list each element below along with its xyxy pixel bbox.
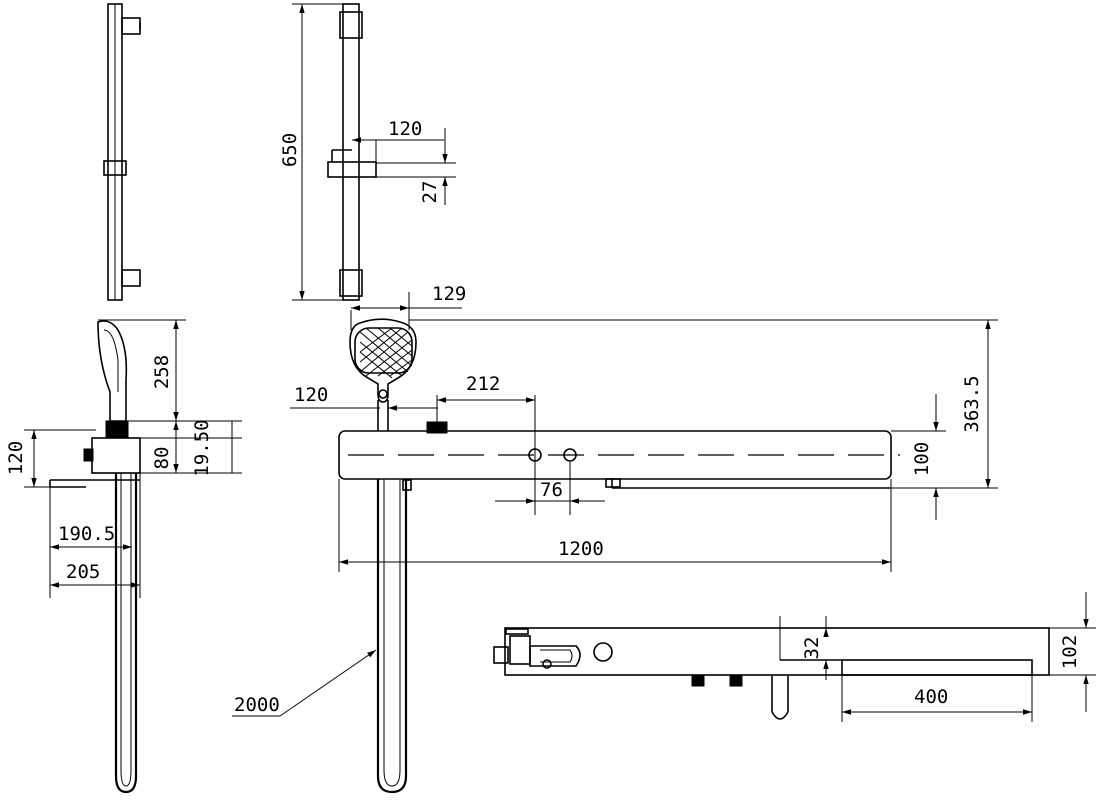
dim-side-body-80: 80 (151, 447, 173, 470)
dim-total-height: 363.5 (961, 375, 983, 432)
dim-head-width: 129 (432, 283, 466, 305)
dim-offset-212: 212 (466, 373, 500, 395)
side-view-dims (24, 319, 242, 598)
rail-front-view (292, 3, 456, 301)
dim-shelf-depth: 100 (911, 442, 933, 476)
plan-view-dims (779, 592, 1096, 722)
dim-holder-height: 27 (419, 181, 441, 204)
dim-side-depth-190-5: 190.5 (58, 523, 115, 545)
shower-front-view (338, 318, 900, 794)
head-mesh (359, 327, 413, 379)
shelf-plan-view (493, 627, 1050, 720)
shelf-side-view (49, 320, 141, 794)
dim-side-body-120: 120 (5, 441, 27, 475)
front-view-dims (232, 292, 998, 717)
dim-plan-32: 32 (801, 637, 823, 660)
dim-plan-102: 102 (1059, 635, 1081, 669)
dim-rail-length: 650 (279, 133, 301, 167)
dim-offset-120: 120 (294, 384, 328, 406)
dim-holder-width: 120 (388, 118, 422, 140)
dim-shelf-length: 1200 (558, 538, 604, 560)
rail-side-view (103, 3, 141, 301)
dim-side-offset: 19.50 (191, 419, 213, 476)
dim-plan-400: 400 (914, 686, 948, 708)
dim-side-depth-205: 205 (66, 561, 100, 583)
dim-side-handset-height: 258 (151, 355, 173, 389)
dim-valve-spacing: 76 (540, 479, 563, 501)
dim-hose-length: 2000 (234, 694, 280, 716)
